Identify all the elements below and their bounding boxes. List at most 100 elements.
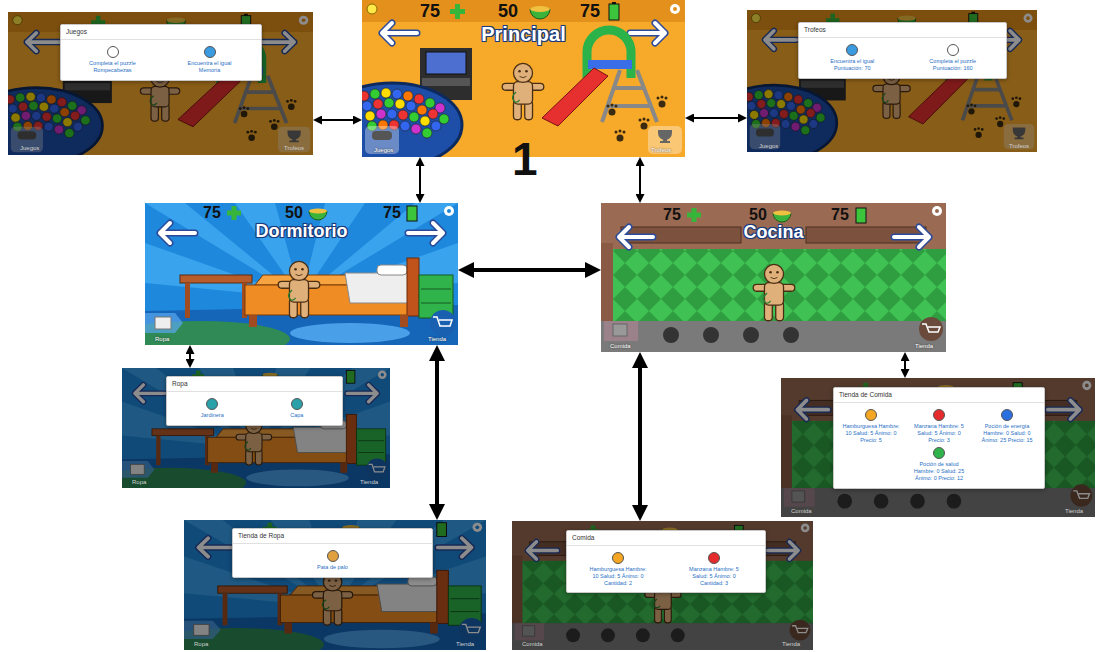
item-text: Completa el puzzle Rompecabezas	[83, 60, 143, 74]
navigation-arrow	[435, 353, 439, 512]
popup-dialog: Tienda de RopaPata de palo	[232, 528, 433, 578]
item-text: Manzana Hambre: 5 Salud: 5 Ánimo: 0 Cant…	[684, 566, 744, 587]
button-label: Trofeos	[284, 145, 304, 152]
callout-number: 1	[512, 136, 538, 182]
button-label: Juegos	[20, 145, 39, 152]
dialog-item: Poción de energía Hambre: 0 Salud: 0 Áni…	[976, 409, 1038, 444]
item-icon	[291, 398, 303, 410]
stat-value: 50	[749, 206, 767, 224]
stat-value: 75	[420, 2, 440, 22]
item-icon	[206, 398, 218, 410]
stat-value: 75	[663, 206, 681, 224]
popup-dialog: Tienda de ComidaHamburguesa Hambre: 10 S…	[833, 387, 1045, 489]
dialog-title: Tienda de Comida	[834, 388, 1044, 403]
app-screen: RopaTiendaTienda de RopaPata de palo	[184, 520, 486, 650]
item-text: Capa	[267, 412, 327, 419]
button-label: Tienda	[915, 343, 933, 350]
dialog-item: Jardinera	[181, 398, 243, 419]
navigation-arrow	[904, 357, 906, 374]
item-icon	[933, 409, 945, 421]
navigation-arrow	[690, 117, 743, 119]
popup-dialog: ComidaHamburguesa Hambre: 10 Salud: 5 Án…	[566, 530, 766, 593]
item-icon	[204, 46, 216, 58]
dialog-items: Completa el puzzle Rompecabezas Encuentra…	[61, 40, 261, 80]
dialog-item: Encuentra el igual Memoria	[179, 46, 241, 74]
button-label: Juegos	[374, 147, 393, 154]
stat-value: 75	[383, 204, 401, 222]
item-icon	[933, 447, 945, 459]
stat-value: 50	[285, 204, 303, 222]
item-text: Encuentra el igual Puntuación: 70	[822, 58, 882, 72]
dialog-items: Jardinera Capa	[167, 392, 342, 425]
button-label: Comida	[610, 343, 631, 350]
item-text: Jardinera	[182, 412, 242, 419]
button-label: Tienda	[428, 336, 446, 343]
dialog-items: Hamburguesa Hambre: 10 Salud: 5 Ánimo: 0…	[567, 546, 765, 593]
button-label: Comida	[791, 508, 812, 515]
button-label: Trofeos	[651, 147, 671, 154]
dialog-item: Encuentra el igual Puntuación: 70	[821, 44, 883, 72]
popup-dialog: JuegosCompleta el puzzle Rompecabezas Enc…	[60, 24, 262, 81]
dialog-title: Comida	[567, 531, 765, 546]
item-icon	[107, 46, 119, 58]
item-text: Poción de energía Hambre: 0 Salud: 0 Áni…	[977, 423, 1037, 444]
button-label: Tienda	[782, 641, 800, 648]
item-text: Manzana Hambre: 5 Salud: 5 Ánimo: 0 Prec…	[909, 423, 969, 444]
dialog-item: Hamburguesa Hambre: 10 Salud: 5 Ánimo: 0…	[840, 409, 902, 444]
dialog-items: Encuentra el igual Puntuación: 70 Complet…	[799, 38, 1006, 78]
app-screen: JuegosTrofeosJuegosCompleta el puzzle Ro…	[8, 12, 313, 155]
dialog-items: Pata de palo	[233, 544, 432, 577]
screen-title: Principal	[362, 23, 685, 45]
dialog-items: Hamburguesa Hambre: 10 Salud: 5 Ánimo: 0…	[834, 403, 1044, 488]
dialog-title: Juegos	[61, 25, 261, 40]
item-icon	[327, 550, 339, 562]
button-label: Trofeos	[1009, 143, 1029, 150]
navigation-arrow	[189, 350, 191, 364]
dialog-title: Tienda de Ropa	[233, 529, 432, 544]
app-screen: 75 50 75PrincipalJuegos Trofeos	[362, 0, 685, 157]
stat-value: 50	[498, 2, 518, 22]
item-text: Completa el puzzle Puntuación: 160	[923, 58, 983, 72]
dialog-title: Trofeos	[799, 23, 1006, 38]
dialog-item: Completa el puzzle Puntuación: 160	[922, 44, 984, 72]
navigation-arrow	[638, 360, 642, 513]
dialog-item: Hamburguesa Hambre: 10 Salud: 5 Ánimo: 0…	[587, 552, 649, 587]
item-icon	[865, 409, 877, 421]
item-icon	[1001, 409, 1013, 421]
item-icon	[612, 552, 624, 564]
dialog-item: Manzana Hambre: 5 Salud: 5 Ánimo: 0 Cant…	[683, 552, 745, 587]
dialog-item: Poción de salud Hambre: 0 Salud: 25 Ánim…	[908, 447, 970, 482]
item-icon	[947, 44, 959, 56]
stat-value: 75	[203, 204, 221, 222]
stat-value: 75	[580, 2, 600, 22]
app-screen: ComidaTiendaTienda de ComidaHamburguesa …	[781, 378, 1095, 517]
item-text: Hamburguesa Hambre: 10 Salud: 5 Ánimo: 0…	[841, 423, 901, 444]
button-label: Comida	[522, 641, 543, 648]
item-icon	[846, 44, 858, 56]
screen-title: Cocina	[601, 223, 946, 243]
app-screen: 755075CocinaComidaTienda	[601, 203, 946, 352]
item-icon	[708, 552, 720, 564]
navigation-arrow	[466, 268, 593, 272]
navigation-arrow	[318, 119, 358, 121]
app-screen: ComidaTiendaComidaHamburguesa Hambre: 10…	[512, 521, 813, 650]
app-screen: JuegosTrofeosTrofeosEncuentra el igual P…	[747, 10, 1037, 152]
screen-title: Dormitorio	[145, 222, 458, 242]
dialog-item: Manzana Hambre: 5 Salud: 5 Ánimo: 0 Prec…	[908, 409, 970, 444]
app-screen: RopaTiendaRopaJardineraCapa	[122, 368, 390, 488]
button-label: Tienda	[456, 641, 474, 648]
item-text: Encuentra el igual Memoria	[180, 60, 240, 74]
app-screen: 755075DormitorioRopaTienda	[145, 203, 458, 345]
navigation-arrow	[419, 162, 421, 199]
dialog-item: Pata de palo	[302, 550, 364, 571]
button-label: Juegos	[759, 143, 778, 150]
popup-dialog: RopaJardineraCapa	[166, 376, 343, 426]
item-text: Hamburguesa Hambre: 10 Salud: 5 Ánimo: 0…	[588, 566, 648, 587]
popup-dialog: TrofeosEncuentra el igual Puntuación: 70…	[798, 22, 1007, 79]
dialog-item: Completa el puzzle Rompecabezas	[82, 46, 144, 74]
navigation-arrow	[639, 162, 641, 199]
